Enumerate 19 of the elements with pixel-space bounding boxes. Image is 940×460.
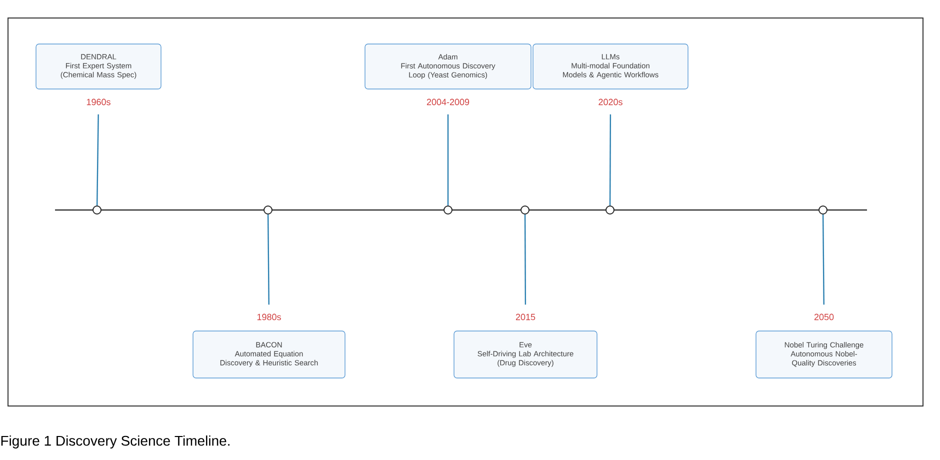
caption: Figure 1 Discovery Science Timeline. bbox=[1, 435, 230, 448]
timeline-marker bbox=[92, 206, 102, 214]
stem-line bbox=[267, 214, 270, 305]
stem-line bbox=[96, 114, 99, 206]
timeline-marker bbox=[818, 206, 828, 214]
timeline-marker bbox=[444, 206, 452, 214]
stem-line bbox=[447, 114, 449, 206]
timeline-marker bbox=[520, 206, 530, 214]
stem-line bbox=[524, 214, 526, 305]
timeline-marker bbox=[606, 206, 614, 214]
year-label: 2004-2009 bbox=[426, 98, 470, 106]
year-label: 2015 bbox=[516, 314, 536, 320]
stem-line bbox=[822, 214, 824, 305]
stem-line bbox=[609, 114, 612, 206]
year-label: 2050 bbox=[814, 314, 834, 320]
year-label: 1960s bbox=[86, 98, 110, 106]
year-label: 2020s bbox=[598, 98, 622, 106]
timeline-marker bbox=[264, 206, 272, 214]
year-label: 1980s bbox=[257, 314, 281, 320]
